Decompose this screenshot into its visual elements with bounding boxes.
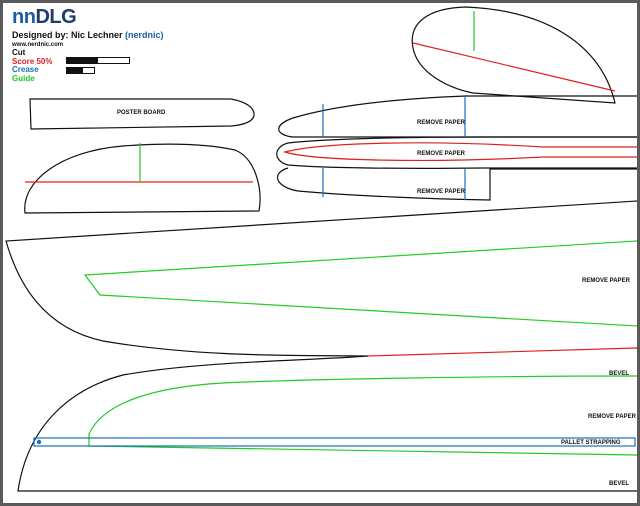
poster-board-outline: [29, 98, 255, 130]
website-link[interactable]: www.nerdnic.com: [12, 42, 64, 48]
fin-score-line: [412, 42, 616, 92]
fuselage-piece: [276, 95, 637, 201]
label-remove-paper-lower: REMOVE PAPER: [588, 414, 636, 420]
line-legend: Cut Score 50% Crease Guide: [12, 48, 130, 83]
designer-handle: (nerdnic): [125, 30, 164, 40]
stabilizer-outline: [24, 143, 261, 214]
brand-title: nnDLG: [12, 6, 77, 28]
legend-score: Score 50%: [12, 56, 53, 66]
fuselage-mid-score: [282, 142, 637, 162]
brand-dlg: DLG: [35, 6, 77, 28]
designer-name: Designed by: Nic Lechner: [12, 30, 123, 40]
wing-outline: [5, 200, 637, 492]
label-remove-paper-3: REMOVE PAPER: [417, 189, 465, 195]
fuselage-mid-outline: [276, 136, 637, 169]
label-bevel-1: BEVEL: [609, 371, 630, 377]
crease-depth-bar: [66, 67, 95, 74]
cut-template-drawing: [5, 6, 637, 492]
stabilizer-piece: [24, 143, 261, 214]
score-depth-fill: [67, 58, 98, 63]
designer-credit: Designed by: Nic Lechner (nerdnic): [12, 30, 164, 41]
label-bevel-2: BEVEL: [609, 481, 630, 487]
fin-outline: [411, 6, 616, 104]
pallet-strapping-strip: [33, 437, 636, 447]
crease-depth-fill: [67, 68, 84, 73]
pallet-strapping-dot: [36, 439, 42, 445]
wing-lower-guide: [88, 375, 637, 456]
label-remove-paper-wing: REMOVE PAPER: [582, 278, 630, 284]
fuselage-top-outline: [278, 95, 637, 138]
fuselage-bottom-outline: [277, 167, 637, 201]
label-poster-board: POSTER BOARD: [117, 110, 166, 116]
wing-piece: [5, 200, 637, 492]
label-remove-paper-2: REMOVE PAPER: [417, 151, 465, 157]
label-remove-paper-1: REMOVE PAPER: [417, 120, 465, 126]
fin-piece: [411, 6, 616, 104]
poster-board-piece: [29, 98, 255, 130]
score-depth-bar: [66, 57, 130, 64]
legend-guide: Guide: [12, 73, 35, 83]
legend-crease: Crease: [12, 65, 39, 74]
label-pallet-strapping: PALLET STRAPPING: [561, 440, 621, 446]
wing-upper-guide: [83, 240, 637, 327]
brand-nn: nn: [12, 6, 36, 28]
wing-score-line: [367, 347, 637, 357]
legend-cut: Cut: [12, 48, 26, 57]
